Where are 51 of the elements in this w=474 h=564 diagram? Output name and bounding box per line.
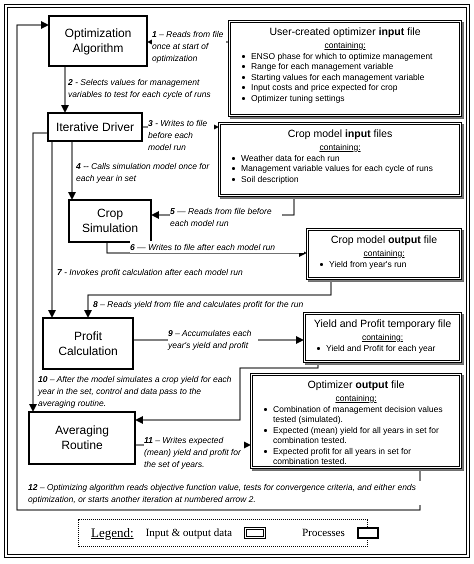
process-box: Crop Simulation [68,199,152,243]
arrow [106,242,307,257]
file-box [250,373,462,469]
file-box [306,228,462,280]
list-item: Yield and Profit for each year [326,342,436,353]
file-title: Crop model input files [286,127,394,141]
arrow [16,21,420,510]
list-heading: containing: [324,40,366,50]
process-box: Optimization Algorithm [48,15,148,67]
edge-label: 6 — Writes to file after each model run [130,241,304,253]
process-box: Averaging Routine [28,411,136,465]
list-item: Optimizer tuning settings [251,92,345,103]
list-item: Starting values for each management variable [251,72,424,82]
list-heading: containing: [319,142,361,152]
arrow [29,132,48,412]
file-title: Crop model output file [330,233,438,247]
edge-label: 1 – Reads from file once at start of optimization [152,28,226,64]
arrow [68,142,76,200]
arrow [48,142,56,318]
list-item: Management variable values for each cycle of runs [241,163,433,174]
list-heading: containing: [363,248,405,258]
legend-text: Processes [302,526,345,541]
file-title: Optimizer output file [306,378,406,392]
edge-label: 5 — Reads from file before each model run [170,205,282,229]
list-item: Input costs and price expected for crop [251,82,398,92]
list-item: Combination of management decision values tested (simulated). [273,404,444,424]
list-item: Yield from year's run [329,258,406,269]
file-box [303,312,462,363]
file-box [218,122,462,197]
file-title: Yield and Profit temporary file [312,317,452,331]
list-item: Expected (mean) yield for all years in set for combination tested. [273,424,440,446]
list-item: Range for each management variable [251,61,394,72]
list-heading: containing: [362,332,404,342]
process-box: Iterative Driver [47,112,143,142]
list-heading: containing: [335,393,377,403]
process-box: Profit Calculation [42,317,134,370]
edge-label: 3 - Writes to file before each model run [148,117,214,153]
legend-title: Legend: [91,524,134,542]
list-item: Soil description [241,174,299,184]
arrow [84,280,332,318]
edge-label: 9 – Accumulates each year's yield and profit [168,327,258,351]
legend-text: Input & output data [146,526,232,541]
edge-label: 11 – Writes expected (mean) yield and profit for the set of years. [144,434,244,470]
file-box [228,20,462,117]
arrow [61,66,69,113]
edge-label: 10 – After the model simulates a crop yield for each year in the set, control and data pass to the averaging routine. [38,373,233,409]
arrow [135,362,318,424]
list-item: ENSO phase for which to optimize management [251,50,432,61]
list-item: Weather data for each run [241,152,340,163]
list-item: Expected profit for all years in set for combination tested. [273,446,412,466]
file-title: User-created optimizer input file [268,25,422,39]
